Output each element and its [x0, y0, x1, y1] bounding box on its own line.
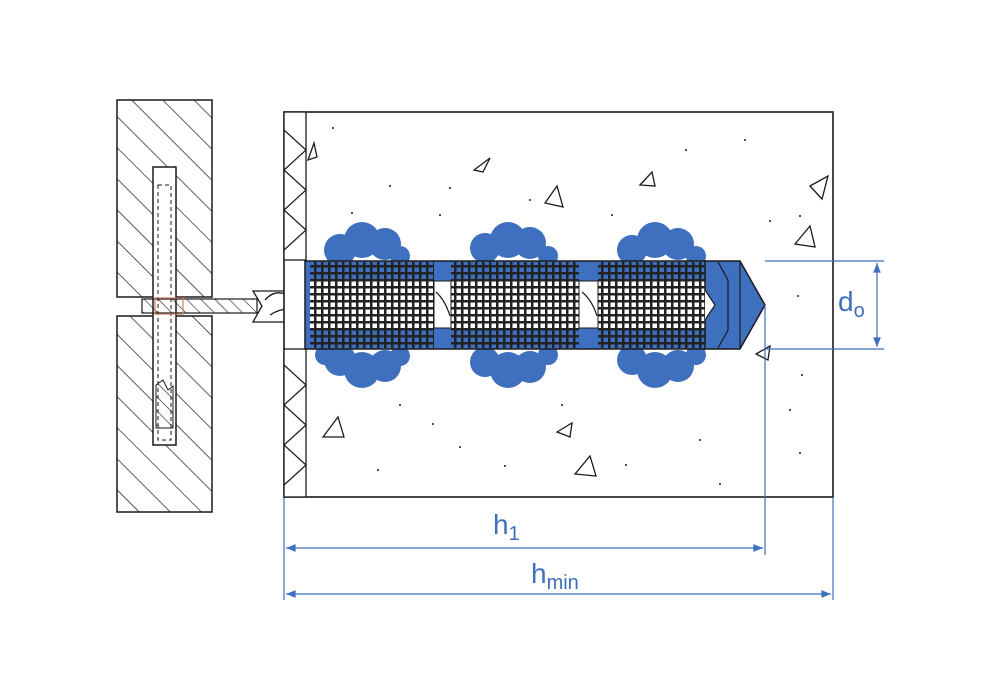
- mortar-cloud-1: [315, 222, 410, 388]
- hmin-label-sub: min: [546, 572, 579, 594]
- mortar-cloud-2: [470, 222, 558, 388]
- do-label-sub: o: [853, 300, 865, 322]
- h1-label-main: h: [493, 509, 509, 540]
- hmin-label-main: h: [531, 558, 547, 589]
- mesh-sleeve: [304, 260, 766, 350]
- hmin-label: hmin: [531, 558, 579, 594]
- h1-label-sub: 1: [508, 523, 520, 545]
- do-label: do: [838, 286, 865, 322]
- mortar-clouds: [315, 222, 706, 388]
- h1-label: h1: [493, 509, 520, 545]
- dimension-lines: [283, 260, 884, 600]
- fixture: [116, 99, 213, 513]
- do-label-main: d: [838, 286, 854, 317]
